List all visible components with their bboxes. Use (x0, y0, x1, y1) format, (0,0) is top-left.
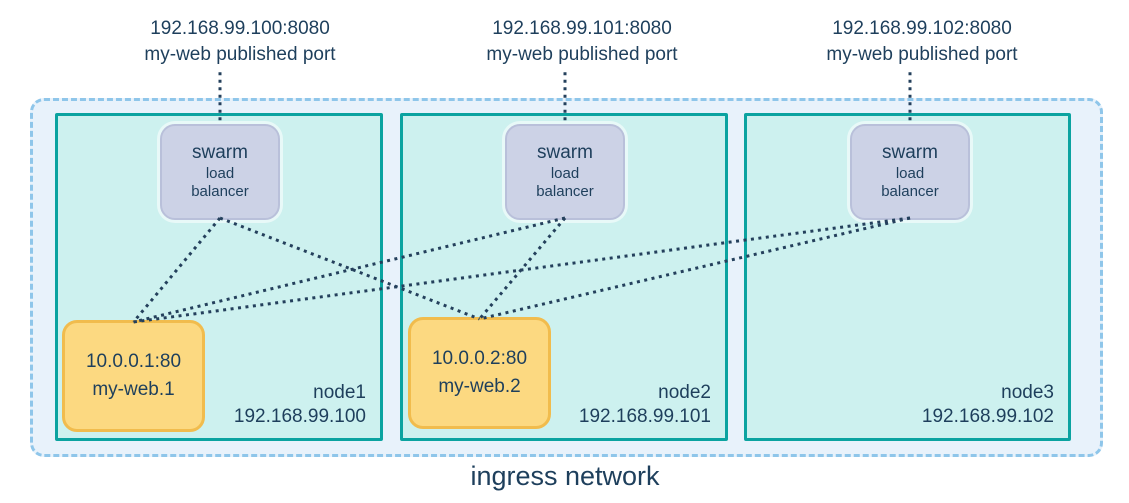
task-address: 10.0.0.1:80 (85, 351, 182, 373)
published-port-caption: my-web published port (144, 43, 336, 65)
node-ip: 192.168.99.101 (578, 406, 711, 428)
published-port-caption: my-web published port (826, 43, 1018, 65)
load-balancer-label: swarm (192, 141, 248, 163)
load-balancer-label: load (895, 164, 925, 182)
load-balancer-label: load (550, 164, 580, 182)
node-label: node3 192.168.99.102 (922, 381, 1054, 430)
published-port-caption: my-web published port (486, 43, 678, 65)
task-my-web-1: 10.0.0.1:80 my-web.1 (62, 320, 205, 432)
node2-load-balancer: swarm load balancer (505, 124, 625, 220)
published-port-0: 192.168.99.100:8080 my-web published por… (144, 16, 335, 67)
node-label: node1 192.168.99.100 (234, 381, 366, 430)
load-balancer-label: balancer (191, 183, 249, 201)
node3-load-balancer: swarm load balancer (850, 124, 970, 220)
node-name: node1 (313, 381, 366, 403)
published-port-1: 192.168.99.101:8080 my-web published por… (486, 16, 677, 67)
load-balancer-label: balancer (536, 183, 594, 201)
task-name: my-web.1 (92, 379, 175, 400)
task-name: my-web.2 (438, 376, 521, 397)
node-label: node2 192.168.99.101 (579, 381, 711, 430)
ingress-network-title: ingress network (470, 461, 660, 491)
load-balancer-label: load (205, 164, 235, 182)
task-my-web-2: 10.0.0.2:80 my-web.2 (408, 317, 551, 429)
published-port-2: 192.168.99.102:8080 my-web published por… (826, 16, 1017, 67)
node-name: node3 (1001, 381, 1054, 403)
node-ip: 192.168.99.102 (921, 406, 1054, 428)
published-port-address: 192.168.99.100:8080 (150, 18, 330, 39)
load-balancer-label: swarm (882, 141, 938, 163)
load-balancer-label: balancer (881, 183, 939, 201)
published-port-address: 192.168.99.102:8080 (832, 18, 1012, 39)
task-address: 10.0.0.2:80 (431, 348, 528, 370)
load-balancer-label: swarm (537, 141, 593, 163)
node-name: node2 (658, 381, 711, 403)
node1-load-balancer: swarm load balancer (160, 124, 280, 220)
published-port-address: 192.168.99.101:8080 (492, 18, 672, 39)
node-ip: 192.168.99.100 (233, 406, 366, 428)
